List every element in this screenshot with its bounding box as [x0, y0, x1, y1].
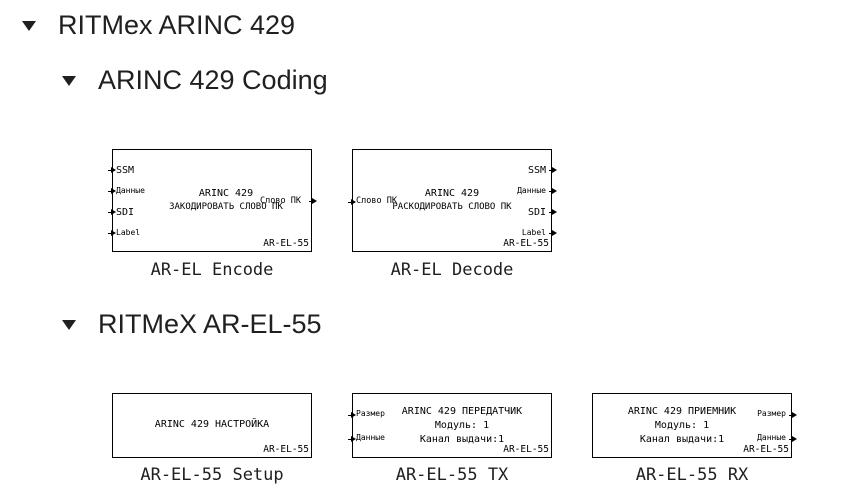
block-tag: AR-EL-55: [503, 444, 549, 455]
input-port-label: Данные: [116, 186, 145, 195]
block-module: Модуль: 1: [434, 420, 490, 431]
rx-caption: AR-EL-55 RX: [635, 465, 749, 485]
decode-caption: AR-EL Decode: [390, 260, 514, 280]
output-port-label: Размер: [757, 409, 786, 418]
output-port-arrow-icon: [789, 436, 797, 442]
block-channel: Канал выдачи:1: [639, 434, 725, 445]
caret-down-icon[interactable]: [62, 319, 76, 330]
caret-down-icon[interactable]: [22, 20, 36, 31]
block-title: ARINC 429: [198, 188, 254, 199]
encode-caption: AR-EL Encode: [150, 260, 274, 280]
setup-caption: AR-EL-55 Setup: [140, 465, 284, 485]
block-title: ARINC 429 ПРИЕМНИК: [627, 406, 737, 417]
output-port-label: SDI: [527, 207, 546, 218]
input-port-arrow-icon: [108, 209, 116, 215]
tree-node-label: RITMeX AR-EL-55: [98, 309, 322, 339]
output-port-label: Данные: [757, 433, 786, 442]
output-port-arrow-icon: [549, 188, 557, 194]
block-channel: Канал выдачи:1: [419, 434, 505, 445]
output-port-arrow-icon: [789, 412, 797, 418]
tree-node-label: ARINC 429 Coding: [98, 65, 328, 95]
output-port-arrow-icon: [549, 230, 557, 236]
block-subtitle: РАСКОДИРОВАТЬ СЛОВО ПК: [392, 202, 512, 212]
input-port-label: Данные: [356, 433, 385, 442]
block-title: ARINC 429 ПЕРЕДАТЧИК: [401, 406, 523, 417]
output-port-arrow-icon: [549, 167, 557, 173]
block-subtitle: ЗАКОДИРОВАТЬ СЛОВО ПК: [169, 202, 283, 212]
block-tag: AR-EL-55: [263, 238, 309, 249]
block-tag: AR-EL-55: [263, 444, 309, 455]
decode-block[interactable]: Слово ПК ARINC 429 РАСКОДИРОВАТЬ СЛОВО П…: [348, 149, 557, 252]
block-module: Модуль: 1: [654, 420, 710, 431]
tree-node-coding[interactable]: ARINC 429 Coding: [62, 65, 328, 96]
input-port-label: Слово ПК: [356, 196, 397, 206]
block-tag: AR-EL-55: [503, 238, 549, 249]
output-port-label: Данные: [517, 186, 546, 195]
tx-caption: AR-EL-55 TX: [395, 465, 509, 485]
rx-block[interactable]: ARINC 429 ПРИЕМНИК Модуль: 1 Канал выдач…: [592, 393, 797, 458]
tree-node-root[interactable]: RITMex ARINC 429: [22, 10, 295, 41]
input-port-label: SDI: [116, 207, 135, 218]
caret-down-icon[interactable]: [62, 75, 76, 86]
tree-node-ar-el-55[interactable]: RITMeX AR-EL-55: [62, 309, 322, 340]
input-port-arrow-icon: [348, 412, 356, 418]
input-port-arrow-icon: [108, 167, 116, 173]
output-port-label: SSM: [527, 165, 546, 176]
output-port-arrow-icon: [549, 209, 557, 215]
output-port-label: Слово ПК: [260, 196, 301, 206]
block-title: ARINC 429 НАСТРОЙКА: [154, 419, 270, 430]
input-port-label: Label: [116, 228, 141, 237]
output-port-arrow-icon: [309, 198, 317, 204]
input-port-label: SSM: [116, 165, 135, 176]
setup-block[interactable]: ARINC 429 НАСТРОЙКА AR-EL-55: [112, 393, 312, 458]
input-port-arrow-icon: [108, 230, 116, 236]
input-port-arrow-icon: [108, 188, 116, 194]
tree-node-label: RITMex ARINC 429: [58, 10, 296, 40]
block-tag: AR-EL-55: [743, 444, 789, 455]
input-port-arrow-icon: [348, 199, 356, 205]
input-port-label: Размер: [356, 409, 385, 418]
tx-block[interactable]: Размер Данные ARINC 429 ПЕРЕДАТЧИК Модул…: [348, 393, 552, 458]
block-title: ARINC 429: [424, 188, 480, 199]
input-port-arrow-icon: [348, 436, 356, 442]
output-port-label: Label: [521, 228, 546, 237]
encode-block[interactable]: SSM Данные SDI Label ARINC 429 ЗАКОДИРОВ…: [108, 149, 317, 252]
